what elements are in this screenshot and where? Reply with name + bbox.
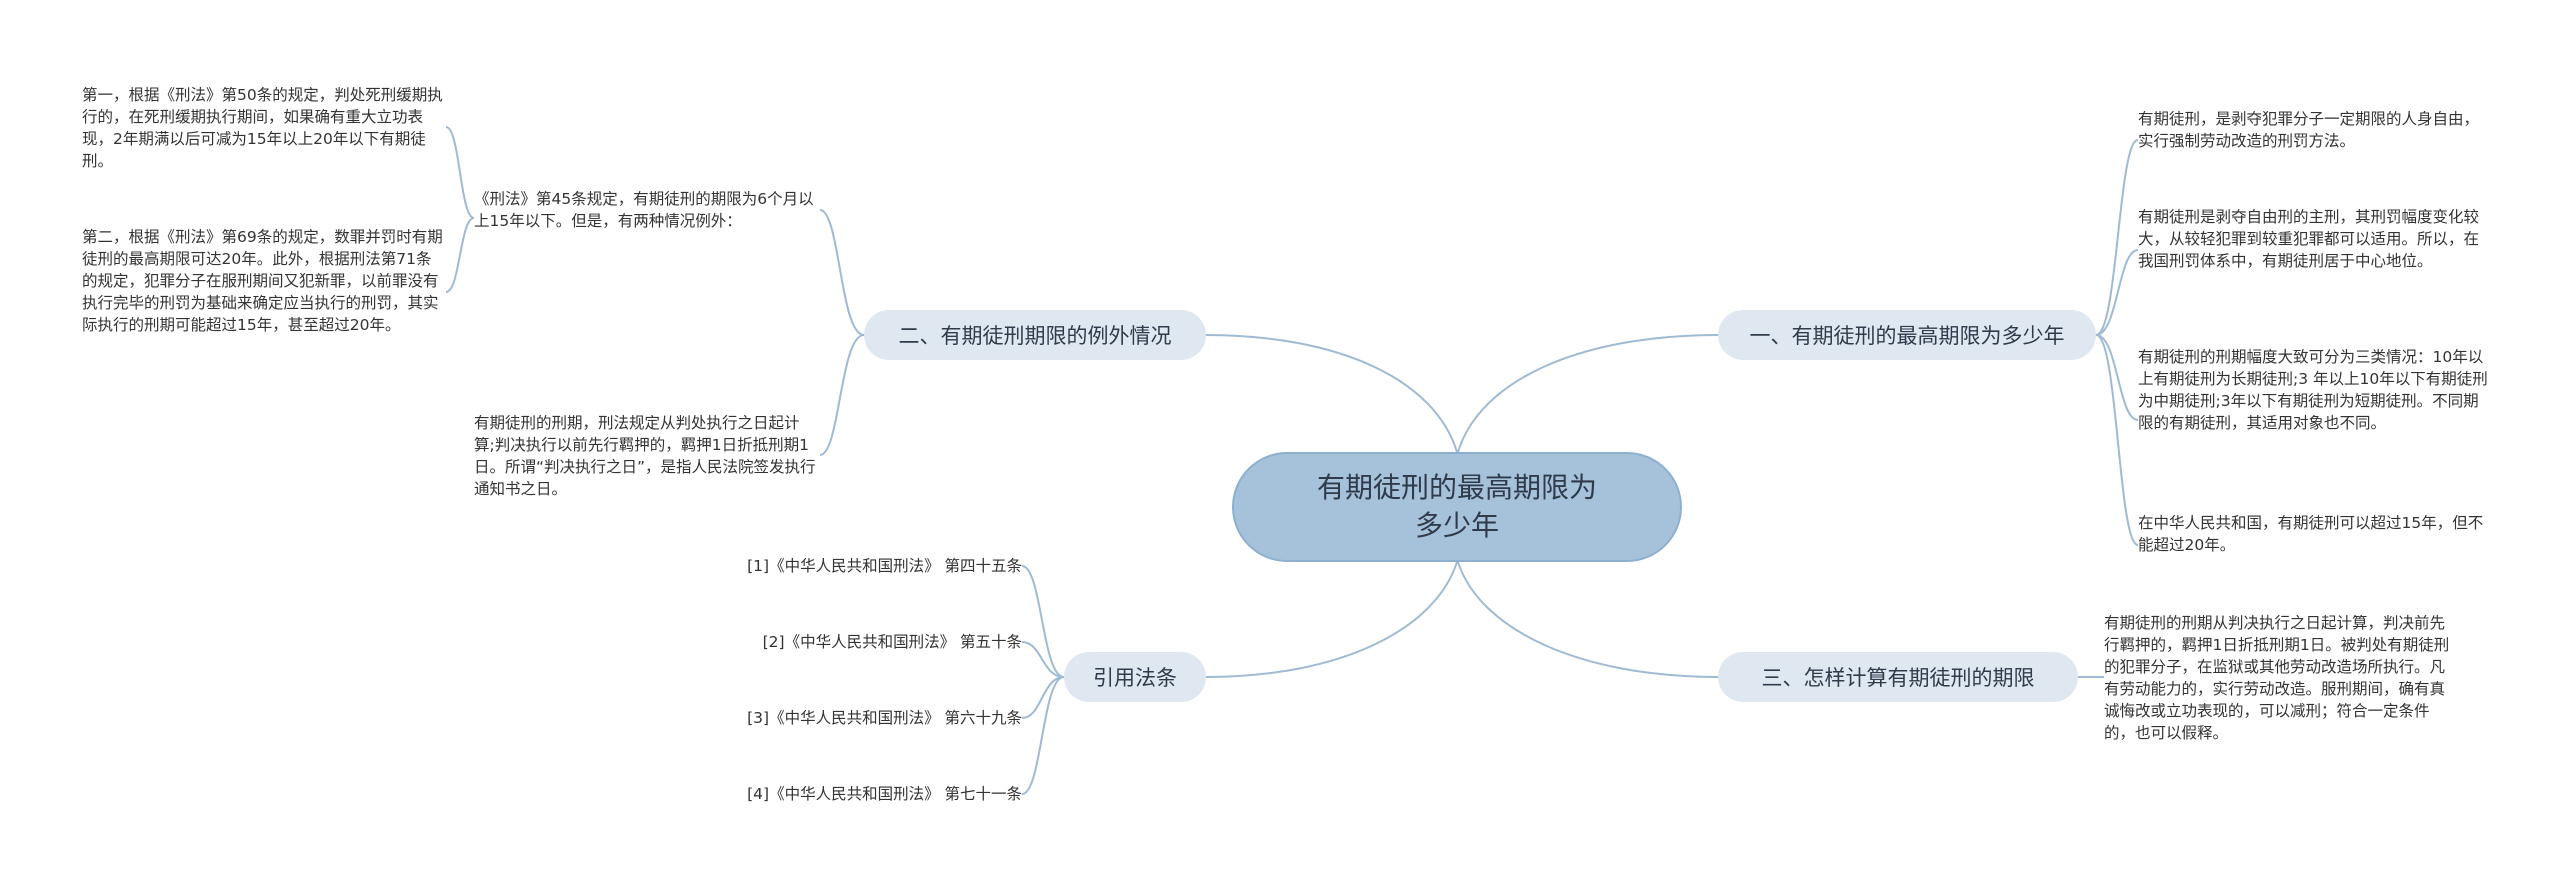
- branch-label: 二、有期徒刑期限的例外情况: [898, 324, 1172, 348]
- leaf-article-45: 《刑法》第45条规定，有期徒刑的期限为6个月以上15年以下。但是，有两种情况例外…: [474, 190, 814, 230]
- connector-root-b4: [1205, 561, 1458, 678]
- connector-root-b2: [1205, 334, 1458, 453]
- root-title: 有期徒刑的最高期限为多少年: [1316, 471, 1597, 542]
- branch-cited-laws[interactable]: 引用法条: [1064, 652, 1206, 702]
- branch-label: 一、有期徒刑的最高期限为多少年: [1749, 324, 2065, 348]
- connector-b2-sub: [819, 209, 865, 456]
- branch-exceptions[interactable]: 二、有期徒刑期限的例外情况: [864, 310, 1206, 360]
- leaf-exception-1: 第一，根据《刑法》第50条的规定，判处死刑缓期执行的，在死刑缓期执行期间，如果确…: [82, 86, 443, 170]
- leaf-main-penalty: 有期徒刑是剥夺自由刑的主刑，其刑罚幅度变化较大，从较轻犯罪到较重犯罪都可以适用。…: [2138, 208, 2480, 270]
- branch-max-term[interactable]: 一、有期徒刑的最高期限为多少年: [1718, 310, 2096, 360]
- leaf-definition: 有期徒刑，是剥夺犯罪分子一定期限的人身自由，实行强制劳动改造的刑罚方法。: [2138, 110, 2480, 150]
- leaf-term-categories: 有期徒刑的刑期幅度大致可分为三类情况：10年以上有期徒刑为长期徒刑;3 年以上1…: [2138, 348, 2488, 432]
- leaf-exception-2: 第二，根据《刑法》第69条的规定，数罪并罚时有期徒刑的最高期限可达20年。此外，…: [82, 228, 443, 334]
- ref-article-69[interactable]: [3]《中华人民共和国刑法》 第六十九条: [747, 709, 1022, 727]
- connector-sub-leaves: [445, 126, 475, 293]
- branch-label: 引用法条: [1093, 666, 1177, 690]
- leaf-term-calculation-note: 有期徒刑的刑期，刑法规定从判处执行之日起计算;判决执行以前先行羁押的，羁押1日折…: [474, 414, 816, 498]
- leaf-max-20-years: 在中华人民共和国，有期徒刑可以超过15年，但不能超过20年。: [2138, 514, 2484, 554]
- branch-label: 三、怎样计算有期徒刑的期限: [1761, 666, 2035, 690]
- ref-article-50[interactable]: [2]《中华人民共和国刑法》 第五十条: [762, 633, 1022, 651]
- connector-b1-leaves: [2095, 139, 2139, 546]
- connector-root-b1: [1457, 334, 1719, 453]
- ref-article-45[interactable]: [1]《中华人民共和国刑法》 第四十五条: [747, 557, 1022, 575]
- ref-article-71[interactable]: [4]《中华人民共和国刑法》 第七十一条: [747, 785, 1022, 803]
- connector-b4-refs: [1021, 565, 1065, 795]
- leaf-calculation: 有期徒刑的刑期从判决执行之日起计算，判决前先行羁押的，羁押1日折抵刑期1日。被判…: [2104, 614, 2450, 742]
- root-node[interactable]: 有期徒刑的最高期限为多少年: [1232, 452, 1682, 562]
- branch-calculate-term[interactable]: 三、怎样计算有期徒刑的期限: [1718, 652, 2078, 702]
- connector-root-b3: [1457, 561, 1719, 678]
